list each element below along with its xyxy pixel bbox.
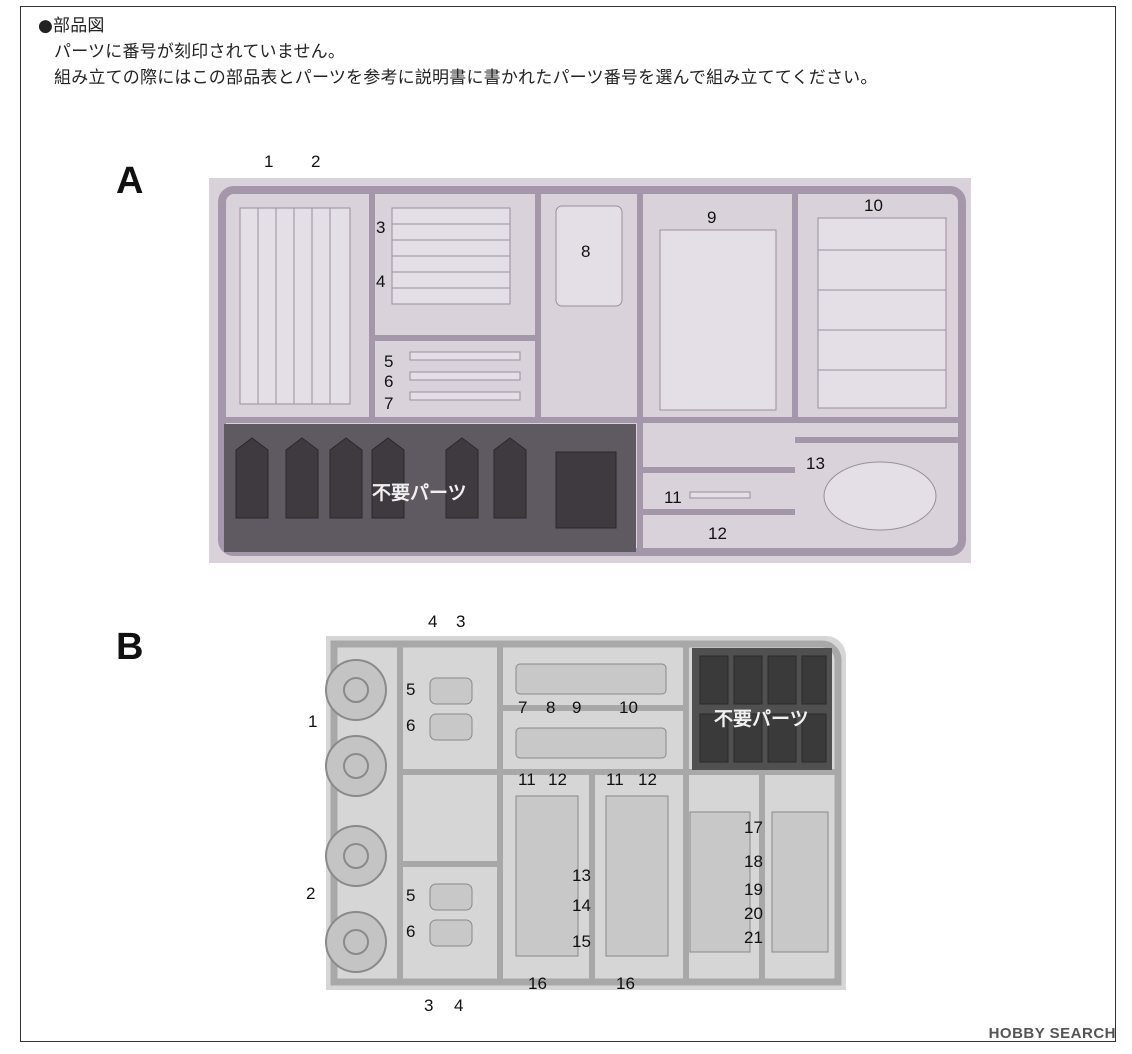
sprue-a-unneeded-label: 不要パーツ	[372, 482, 467, 504]
a-part-label-8: 8	[581, 242, 591, 261]
b-part-label-17: 17	[744, 818, 763, 837]
b-part-label-11-left: 11	[518, 770, 536, 789]
b-part-label-14: 14	[572, 896, 591, 915]
sprue-b-illustration	[325, 636, 846, 990]
sprue-a-letter: A	[116, 160, 144, 202]
b-part-label-5-top: 5	[406, 680, 416, 699]
b-part-label-5-bottom: 5	[406, 886, 416, 905]
a-part-label-9: 9	[707, 208, 717, 227]
b-part-label-12-right: 12	[638, 770, 657, 789]
a-part-label-13: 13	[806, 454, 825, 473]
b-part-label-4-top: 4	[428, 612, 438, 631]
section-title: ●部品図	[38, 16, 105, 36]
b-part-label-21: 21	[744, 928, 763, 947]
b-part-label-20: 20	[744, 904, 763, 923]
a-part-label-11: 11	[664, 488, 682, 507]
a-part-label-10: 10	[864, 196, 883, 215]
sprue-b-unneeded-label: 不要パーツ	[714, 708, 809, 730]
b-part-label-7: 7	[518, 698, 528, 717]
a-part-label-1: 1	[264, 152, 274, 171]
b-part-label-6-top: 6	[406, 716, 416, 735]
a-part-label-3: 3	[376, 218, 386, 237]
page-frame	[20, 6, 1116, 1042]
b-part-label-3-top: 3	[456, 612, 466, 631]
b-part-label-18: 18	[744, 852, 763, 871]
b-part-label-10: 10	[619, 698, 638, 717]
sprue-a-illustration	[209, 178, 971, 563]
b-part-label-2: 2	[306, 884, 316, 903]
b-part-label-16-right: 16	[616, 974, 635, 993]
a-part-label-5: 5	[384, 352, 394, 371]
instructions-header: ●部品図 パーツに番号が刻印されていません。 組み立ての際にはこの部品表とパーツ…	[38, 14, 878, 92]
b-part-label-4-bottom: 4	[454, 996, 464, 1015]
b-part-label-13: 13	[572, 866, 591, 885]
b-part-label-3-bottom: 3	[424, 996, 434, 1015]
watermark-text: HOBBY SEARCH	[988, 1025, 1116, 1042]
b-part-label-19: 19	[744, 880, 763, 899]
b-part-label-16-left: 16	[528, 974, 547, 993]
b-part-label-6-bottom: 6	[406, 922, 416, 941]
watermark: HOBBY SEARCH	[989, 1025, 1116, 1042]
a-part-label-6: 6	[384, 372, 394, 391]
b-part-label-9: 9	[572, 698, 582, 717]
b-part-label-11-right: 11	[606, 770, 624, 789]
a-part-label-4: 4	[376, 272, 386, 291]
a-part-label-12: 12	[708, 524, 727, 543]
b-part-label-1: 1	[308, 712, 318, 731]
note-line-1: パーツに番号が刻印されていません。	[54, 42, 346, 62]
b-part-label-12-left: 12	[548, 770, 567, 789]
b-part-label-15: 15	[572, 932, 591, 951]
a-part-label-7: 7	[384, 394, 394, 413]
a-part-label-2: 2	[311, 152, 321, 171]
sprue-b-letter: B	[116, 626, 144, 668]
b-part-label-8: 8	[546, 698, 556, 717]
note-line-2: 組み立ての際にはこの部品表とパーツを参考に説明書に書かれたパーツ番号を選んで組み…	[54, 68, 878, 88]
